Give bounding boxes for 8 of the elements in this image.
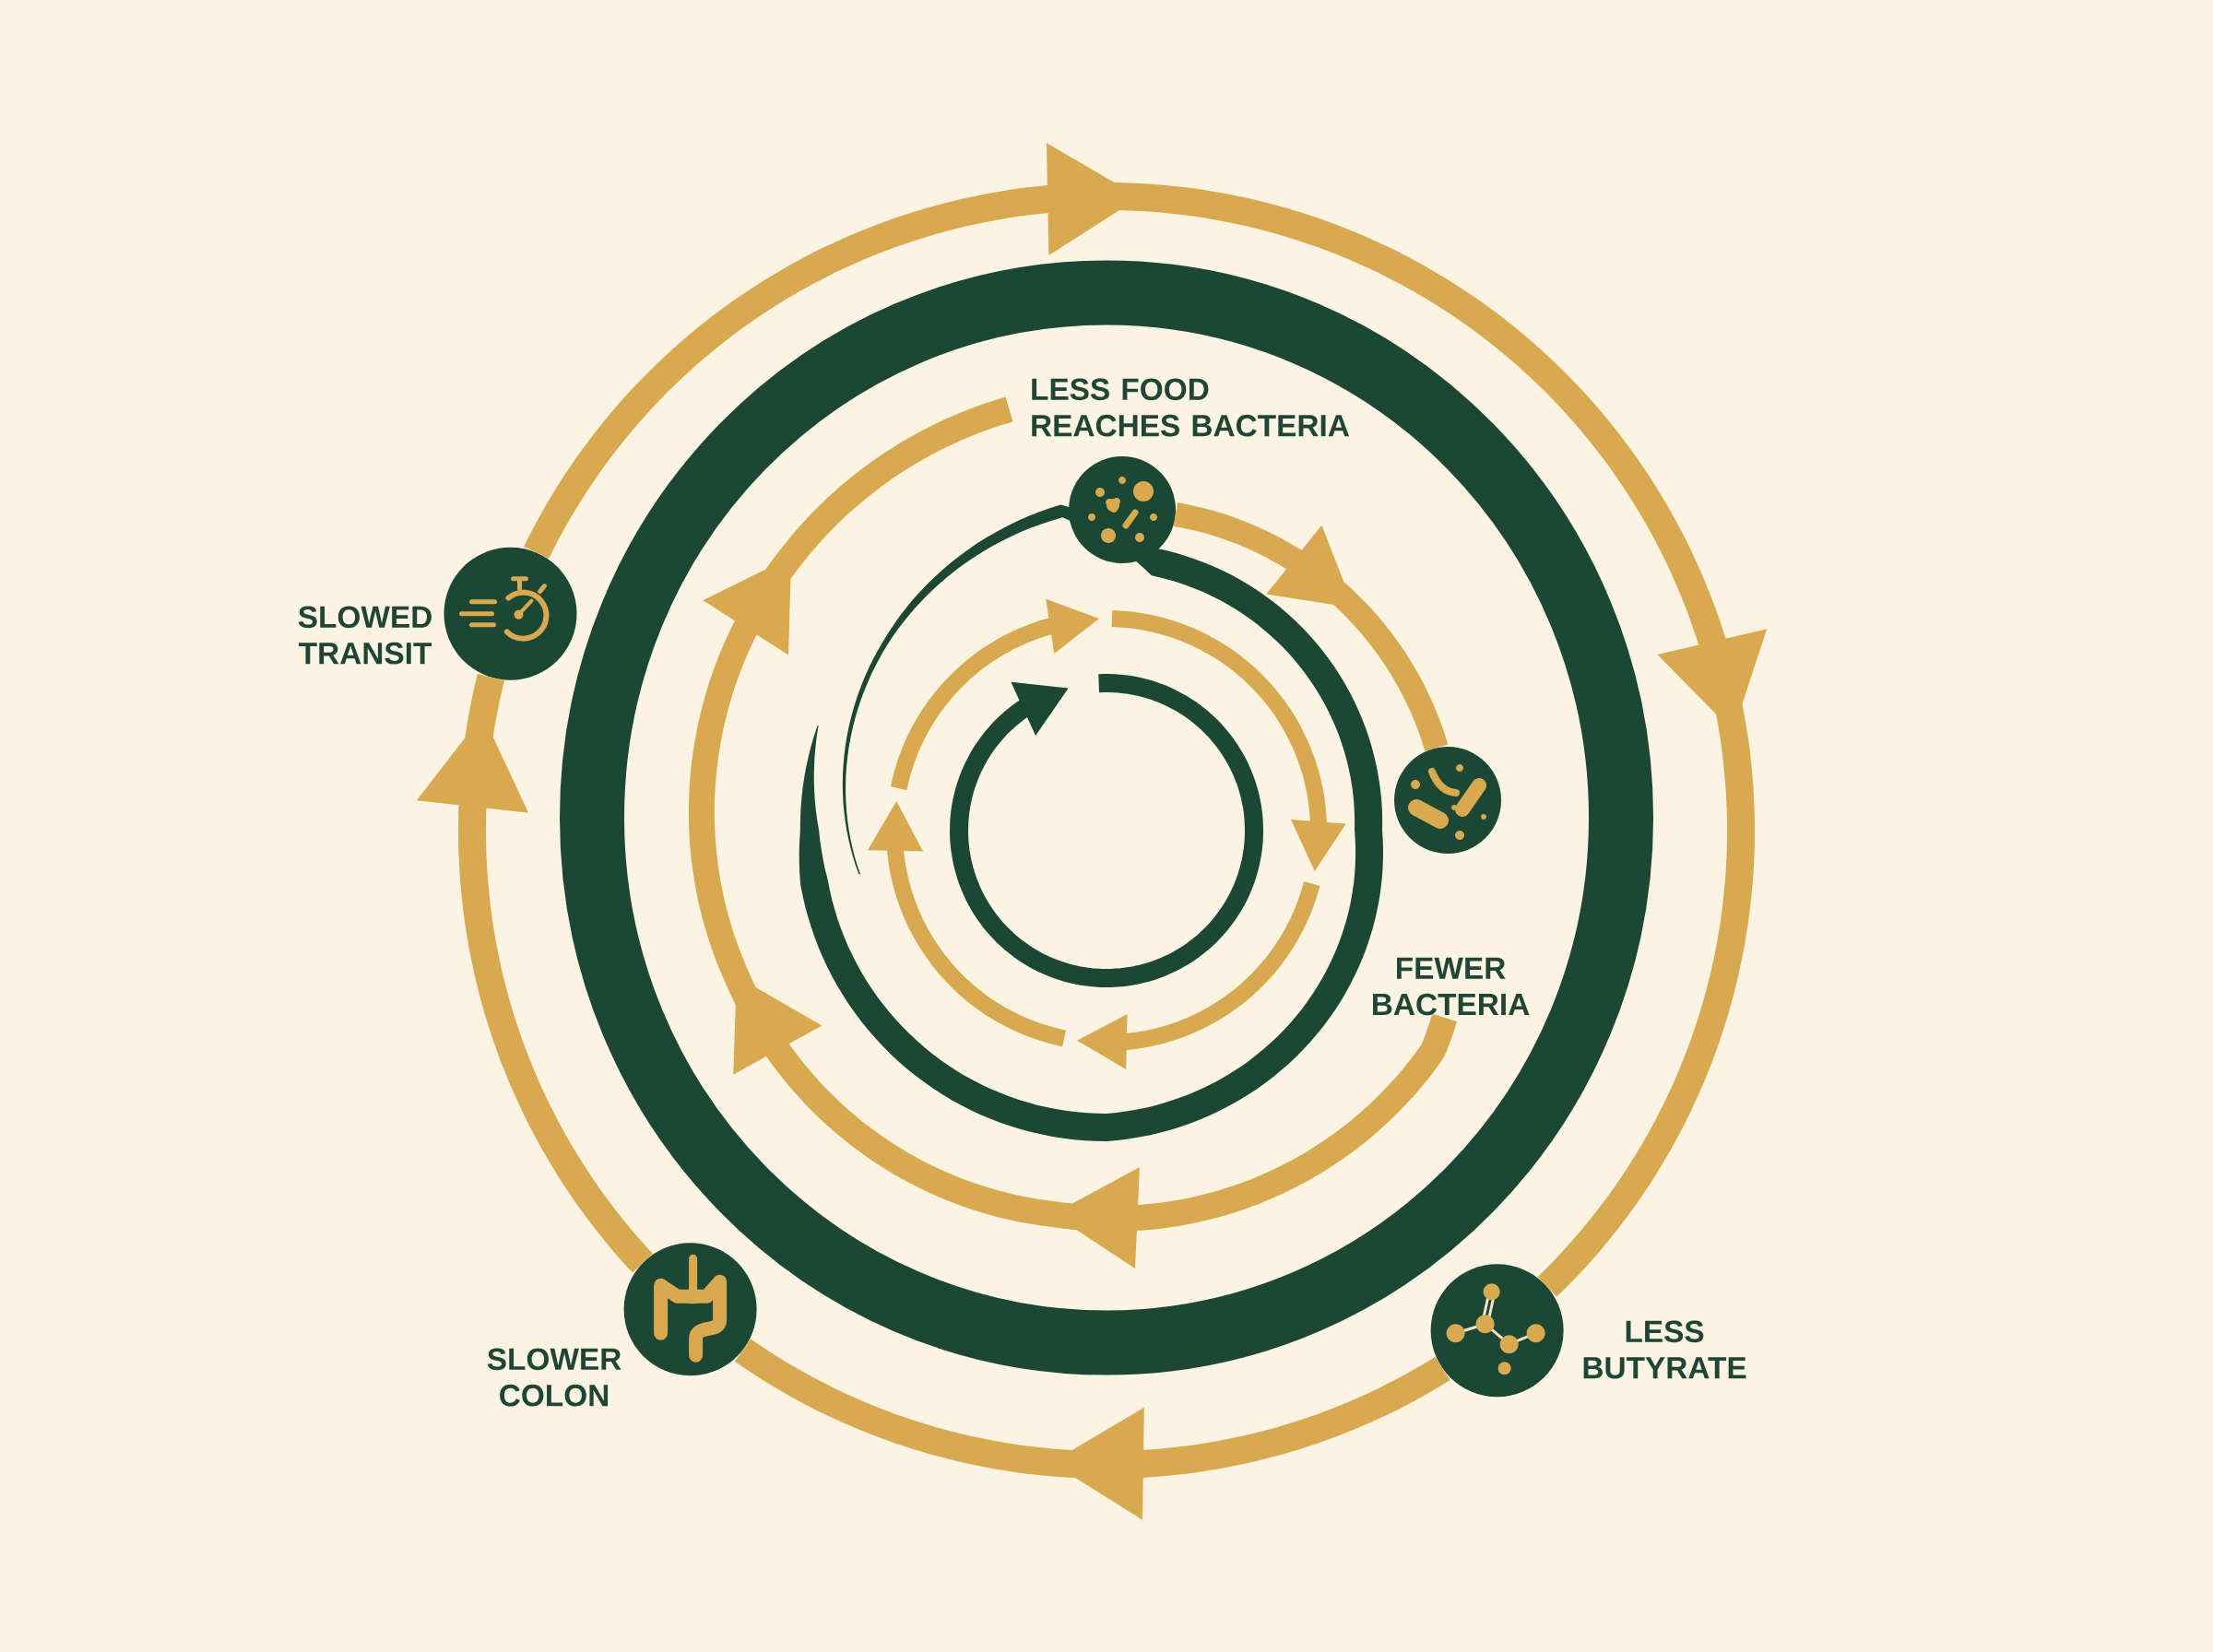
node-label: SLOWER COLON — [487, 1348, 621, 1407]
node-label: LESS BUTYRATE — [1583, 1320, 1746, 1379]
node-label: LESS FOOD REACHES BACTERIA — [1032, 378, 1349, 437]
node-label: FEWER BACTERIA — [1373, 957, 1530, 1016]
node-label: SLOWED TRANSIT — [298, 606, 432, 665]
arrow — [524, 143, 1768, 1297]
arrow — [734, 1339, 1450, 1520]
arrow — [416, 673, 653, 1273]
